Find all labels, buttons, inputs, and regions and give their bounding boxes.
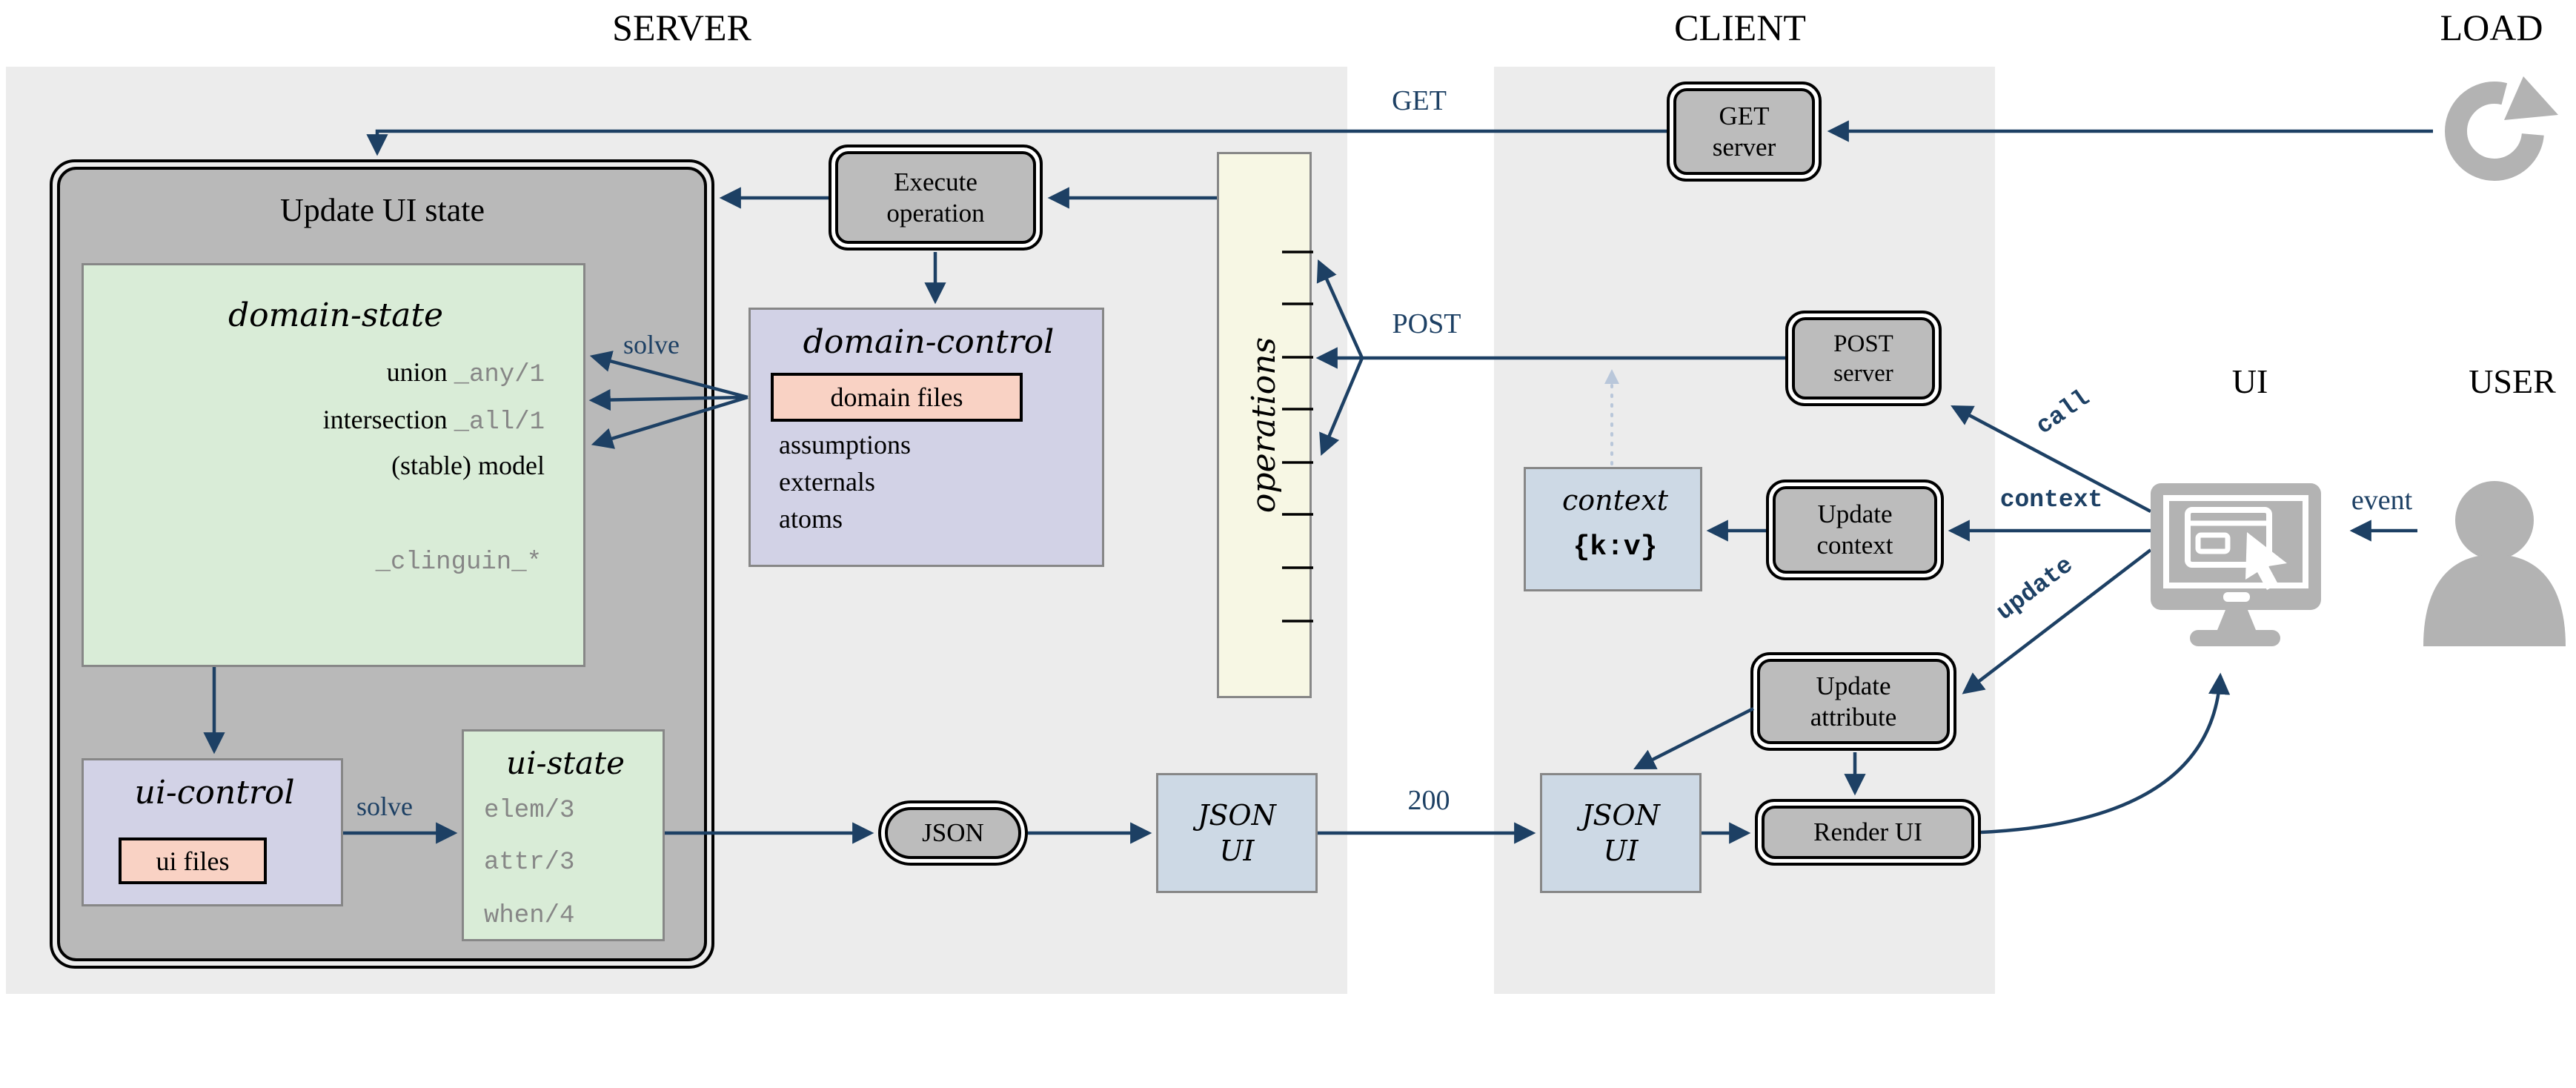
cursor-icon: [2245, 532, 2287, 590]
edge-post-fan-lower: [1319, 357, 1364, 457]
ui-files-box: ui files: [119, 837, 267, 884]
domain-control-title: domain-control: [803, 323, 1055, 361]
operations-ticks: [1282, 251, 1313, 623]
get-server-label: GET server: [1673, 88, 1815, 175]
update-context-label: Update context: [1773, 486, 1937, 574]
intersection-predicate: _all/1: [454, 408, 545, 437]
ui-state-attr: attr/3: [484, 849, 575, 877]
domain-state-title: domain-state: [228, 296, 444, 334]
json-ui-client-box: JSON UI: [1540, 773, 1702, 893]
json-node-label: JSON: [885, 807, 1021, 859]
load-title: LOAD: [2440, 7, 2543, 48]
status-200-label: 200: [1407, 785, 1450, 816]
edge-update-attribute-to-json-ui: [1633, 706, 1755, 770]
ui-state-when: when/4: [484, 902, 575, 930]
edge-ui-update-to-update-attribute: [1962, 548, 2152, 694]
render-ui-node: Render UI: [1755, 799, 1981, 866]
get-server-node: GET server: [1667, 82, 1822, 182]
domain-state-box: domain-state union _any/1 intersection _…: [82, 263, 585, 667]
post-server-node: POST server: [1785, 311, 1942, 406]
domain-files-box: domain files: [771, 373, 1023, 422]
update-ui-state-title: Update UI state: [279, 192, 485, 228]
domain-control-box: domain-control domain files assumptions …: [748, 308, 1104, 567]
domain-control-externals: externals: [779, 467, 875, 497]
ui-title: UI: [2231, 362, 2268, 400]
post-edge-label: POST: [1392, 308, 1461, 339]
edge-render-ui-to-monitor-curve: [1980, 672, 2231, 835]
json-ui-client-label: JSON UI: [1581, 799, 1660, 867]
edge-get-server-to-update-ui-state: [366, 129, 1667, 156]
edge-solve-fan-upper: [589, 351, 748, 399]
json-ui-server-box: JSON UI: [1156, 773, 1318, 893]
execute-operation-node: Execute operation: [829, 145, 1043, 251]
union-predicate: _any/1: [454, 361, 545, 389]
edge-post-fan-upper: [1316, 259, 1364, 359]
ui-state-box: ui-state elem/3 attr/3 when/4: [462, 729, 665, 941]
update-context-node: Update context: [1766, 480, 1944, 580]
json-node: JSON: [878, 800, 1028, 866]
operations-box: operations: [1217, 152, 1312, 698]
json-ui-server-label: JSON UI: [1198, 799, 1276, 867]
post-server-label: POST server: [1792, 317, 1935, 399]
edge-solve-fan-lower: [591, 395, 748, 449]
context-edge-label: context: [1999, 486, 2103, 514]
domain-state-row-intersection: intersection _all/1: [322, 405, 545, 437]
ui-state-title: ui-state: [506, 745, 625, 781]
domain-files-label: domain files: [830, 382, 963, 412]
render-ui-label: Render UI: [1762, 806, 1974, 859]
domain-control-atoms: atoms: [779, 504, 843, 534]
execute-operation-label: Execute operation: [835, 151, 1036, 244]
user-title: USER: [2469, 362, 2556, 400]
domain-state-row-union: union _any/1: [386, 357, 545, 389]
update-attribute-node: Update attribute: [1750, 652, 1956, 751]
context-box-title: context: [1561, 484, 1669, 517]
domain-state-clinguin-predicate: _clinguin_*: [375, 548, 542, 577]
ui-monitor-icon: [2151, 483, 2321, 646]
user-person-icon: [2423, 481, 2566, 646]
edge-ui-call-to-post-server: [1951, 405, 2152, 513]
domain-control-assumptions: assumptions: [779, 430, 912, 460]
server-lane-title: SERVER: [612, 7, 751, 48]
update-attribute-label: Update attribute: [1757, 659, 1950, 744]
get-edge-label: GET: [1392, 85, 1447, 116]
ui-control-title: ui-control: [134, 774, 295, 812]
ui-control-box: ui-control ui files: [82, 758, 343, 906]
reload-icon: [2445, 76, 2558, 181]
solve-domain-label: solve: [623, 330, 680, 359]
context-box-value: {k:v}: [1573, 531, 1658, 563]
solve-ui-label: solve: [356, 792, 413, 821]
context-box: context {k:v}: [1524, 467, 1702, 591]
edge-solve-fan-middle: [588, 388, 748, 411]
browser-window-glyph: [2185, 507, 2272, 568]
ui-files-label: ui files: [156, 846, 230, 876]
event-edge-label: event: [2351, 485, 2413, 516]
ui-state-elem: elem/3: [484, 797, 575, 825]
domain-state-row-model: (stable) model: [391, 451, 545, 480]
client-lane-title: CLIENT: [1674, 7, 1806, 48]
